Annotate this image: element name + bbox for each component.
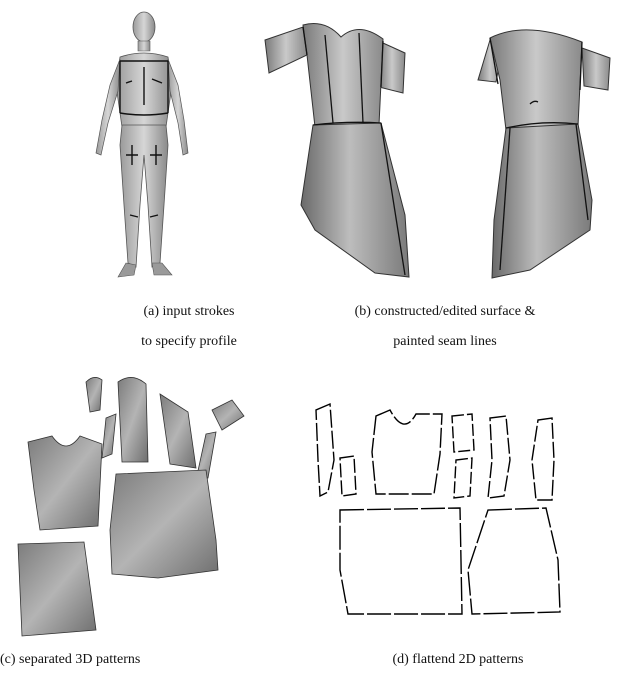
caption-a-line2: to specify profile bbox=[134, 334, 244, 350]
caption-a-line1: (a) input strokes bbox=[134, 304, 244, 320]
caption-b-line1: (b) constructed/edited surface & bbox=[330, 304, 560, 320]
caption-b-line2: painted seam lines bbox=[330, 334, 560, 350]
panel-c-3d-patterns bbox=[10, 370, 280, 645]
panel-b-dress-back bbox=[470, 20, 615, 285]
panel-a-mannequin bbox=[80, 5, 210, 290]
panel-d-2d-patterns bbox=[310, 400, 575, 620]
panel-b-dress-front bbox=[255, 15, 430, 285]
caption-c: (c) separated 3D patterns bbox=[0, 652, 230, 668]
caption-d: (d) flattend 2D patterns bbox=[358, 652, 558, 668]
